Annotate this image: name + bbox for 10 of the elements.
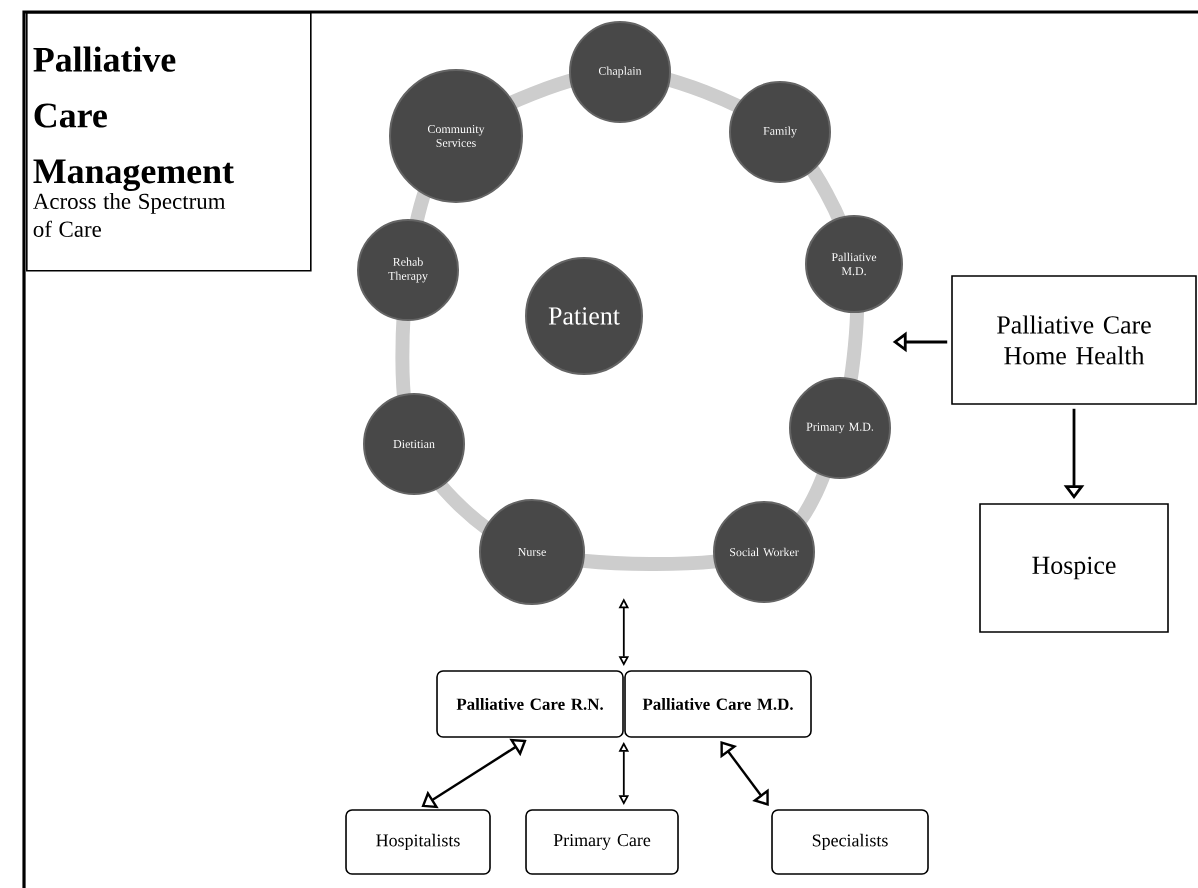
team-box: Palliative Care R.N. (436, 670, 624, 738)
provider-box: Specialists (771, 809, 929, 875)
arrow (720, 741, 769, 806)
arrow (421, 738, 527, 809)
team-box: Palliative Care M.D. (624, 670, 812, 738)
service-box: Palliative Care Home Health (951, 275, 1197, 405)
provider-box: Primary Care (525, 809, 679, 875)
provider-box: Hospitalists (345, 809, 491, 875)
service-box: Hospice (979, 503, 1169, 633)
title-box: Palliative Care Management Across the Spectrum of Care (26, 12, 312, 272)
